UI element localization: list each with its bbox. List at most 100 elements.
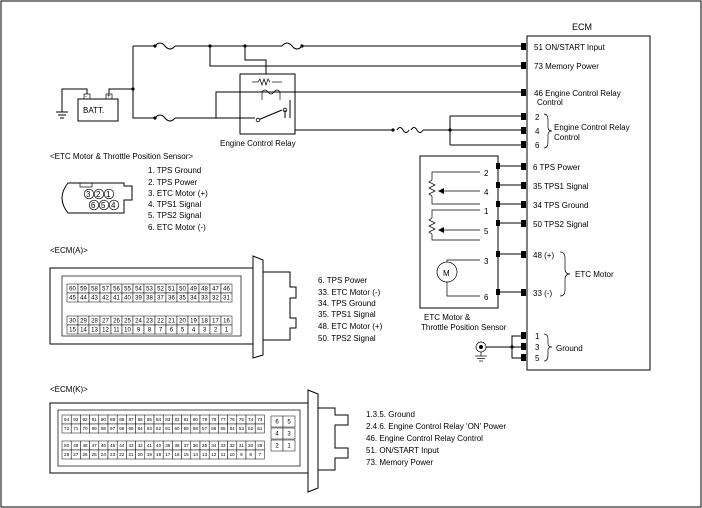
connector-pin-number: 8	[249, 452, 252, 457]
connector-pin-number: 57	[102, 287, 109, 293]
connector-pin-number: 36	[193, 443, 199, 448]
connector-pin-number: 6	[170, 328, 174, 334]
connector-pin-number: 18	[156, 452, 162, 457]
connector-pin-number: 87	[128, 417, 134, 422]
connector-pin-number: 12	[102, 328, 109, 334]
connector-pin-number: 34	[190, 296, 197, 302]
etc-motor-tps-label-cont: Throttle Position Sensor	[421, 323, 507, 332]
connector-pin-number: 27	[73, 452, 79, 457]
connector-pin-number: 22	[119, 452, 125, 457]
connector-pin-number: 9	[240, 452, 243, 457]
connector-pin-number: 64	[138, 426, 144, 431]
connector-pin-number: 67	[110, 426, 116, 431]
connector-pin-cell	[254, 449, 265, 460]
battery-ground-wire	[61, 88, 88, 112]
connector-pin-number: 10	[230, 452, 236, 457]
relay-coil	[261, 89, 281, 95]
connector-pin-number: 36	[168, 296, 175, 302]
connector-pin-number: 43	[128, 443, 134, 448]
connector-pin-number: 66	[119, 426, 125, 431]
connector-pin-number: 76	[230, 417, 236, 422]
sensor-pin-6: 6	[484, 293, 489, 302]
ecm-pin-6-tps-power: 6 TPS Power	[533, 163, 580, 172]
ecm-pin-34-tps-ground: 34 TPS Ground	[533, 201, 588, 210]
ecm-pin-73-label: 73 Memory Power	[534, 62, 599, 71]
ecm-pin-33: 33 (-)	[533, 289, 552, 298]
connector-pin-number: 26	[113, 319, 120, 325]
sensor-pin-number: 6	[91, 201, 96, 210]
connector-pin-number: 91	[92, 417, 98, 422]
battery-neg-sign: -	[85, 94, 87, 100]
connector-pin-number: 81	[184, 417, 190, 422]
connector-pin-number: 60	[69, 287, 76, 293]
connector-pin-number: 48	[82, 443, 88, 448]
etc-motor-tps-box	[419, 155, 499, 309]
sensor-connector-shape	[61, 182, 133, 214]
connector-pin-number: 5	[181, 328, 185, 334]
connector-pin-number: 7	[159, 328, 163, 334]
fuse-symbol-3	[154, 114, 176, 122]
sensor-pin-desc-3: 3. ETC Motor (+)	[148, 189, 208, 198]
connector-pin-cell	[282, 415, 296, 428]
connector-pin-number: 21	[128, 452, 134, 457]
ecm-pin-4: 4	[535, 127, 540, 136]
tps2-potentiometer	[428, 217, 436, 235]
connector-pin-number: 54	[230, 426, 236, 431]
ecm-pin-50-tps2: 50 TPS2 Signal	[533, 220, 589, 229]
battery-pos-sign: +	[107, 94, 111, 100]
connector-pin-number: 32	[230, 443, 236, 448]
connector-pin-number: 45	[110, 443, 116, 448]
connector-pin-number: 44	[80, 296, 87, 302]
connector-pin-number: 68	[101, 426, 107, 431]
connector-pin-number: 42	[138, 443, 144, 448]
ecm-k-pin-desc-1: 1.3.5. Ground	[366, 410, 415, 419]
tps1-potentiometer	[428, 179, 436, 197]
connector-pin-number: 71	[73, 426, 79, 431]
ecm-ground-pin-3: 3	[535, 343, 540, 352]
connector-pin-number: 31	[239, 443, 245, 448]
connector-pin-number: 65	[128, 426, 134, 431]
sensor-pin-desc-4: 4. TPS1 Signal	[148, 200, 201, 209]
ecm-a-pin-desc-4: 35. TPS1 Signal	[318, 310, 376, 319]
connector-pin-number: 17	[212, 319, 219, 325]
connector-pin-number: 92	[82, 417, 88, 422]
connector-pin-number: 29	[80, 319, 87, 325]
connector-pin-number: 5	[287, 420, 291, 426]
battery-symbol	[77, 98, 119, 122]
connector-pin-number: 18	[201, 319, 208, 325]
connector-pin-number: 86	[138, 417, 144, 422]
ecm-k-heading: <ECM(K)>	[50, 385, 88, 394]
ecm-a-pin-desc-6: 50. TPS2 Signal	[318, 334, 376, 343]
sensor-pin-1: 1	[484, 207, 489, 216]
connector-pin-number: 53	[239, 426, 245, 431]
sensor-pin-number: 5	[101, 201, 106, 210]
battery-positive-wire	[108, 46, 134, 94]
connector-pin-number: 14	[193, 452, 199, 457]
connector-pin-cell	[282, 439, 296, 452]
connector-pin-cell	[254, 423, 265, 434]
ecm-a-pin-desc-1: 6. TPS Power	[318, 276, 368, 285]
connector-pin-number: 31	[223, 296, 230, 302]
connector-pin-number: 23	[110, 452, 116, 457]
connector-pin-number: 40	[156, 443, 162, 448]
ecm-k-connector-shell	[49, 402, 309, 474]
ground-brace	[543, 333, 553, 362]
connector-pin-number: 6	[275, 420, 279, 426]
ecm-ground-pin-5: 5	[535, 354, 540, 363]
ecm-pin-46-label-cont: Control	[537, 98, 563, 107]
connector-pin-number: 63	[147, 426, 153, 431]
connector-pin-number: 27	[102, 319, 109, 325]
sensor-pin-5: 5	[484, 227, 489, 236]
sensor-pin-number: 4	[111, 201, 116, 210]
connector-pin-number: 17	[165, 452, 171, 457]
connector-pin-number: 30	[69, 319, 76, 325]
ecm-pin-2: 2	[535, 113, 540, 122]
relay-control-brace	[543, 113, 553, 149]
connector-pin-number: 50	[179, 287, 186, 293]
connector-pin-number: 16	[174, 452, 180, 457]
ecm-title: ECM	[572, 22, 592, 32]
sensor-pin-number: 1	[106, 190, 111, 199]
connector-pin-number: 74	[248, 417, 254, 422]
connector-pin-number: 59	[80, 287, 87, 293]
